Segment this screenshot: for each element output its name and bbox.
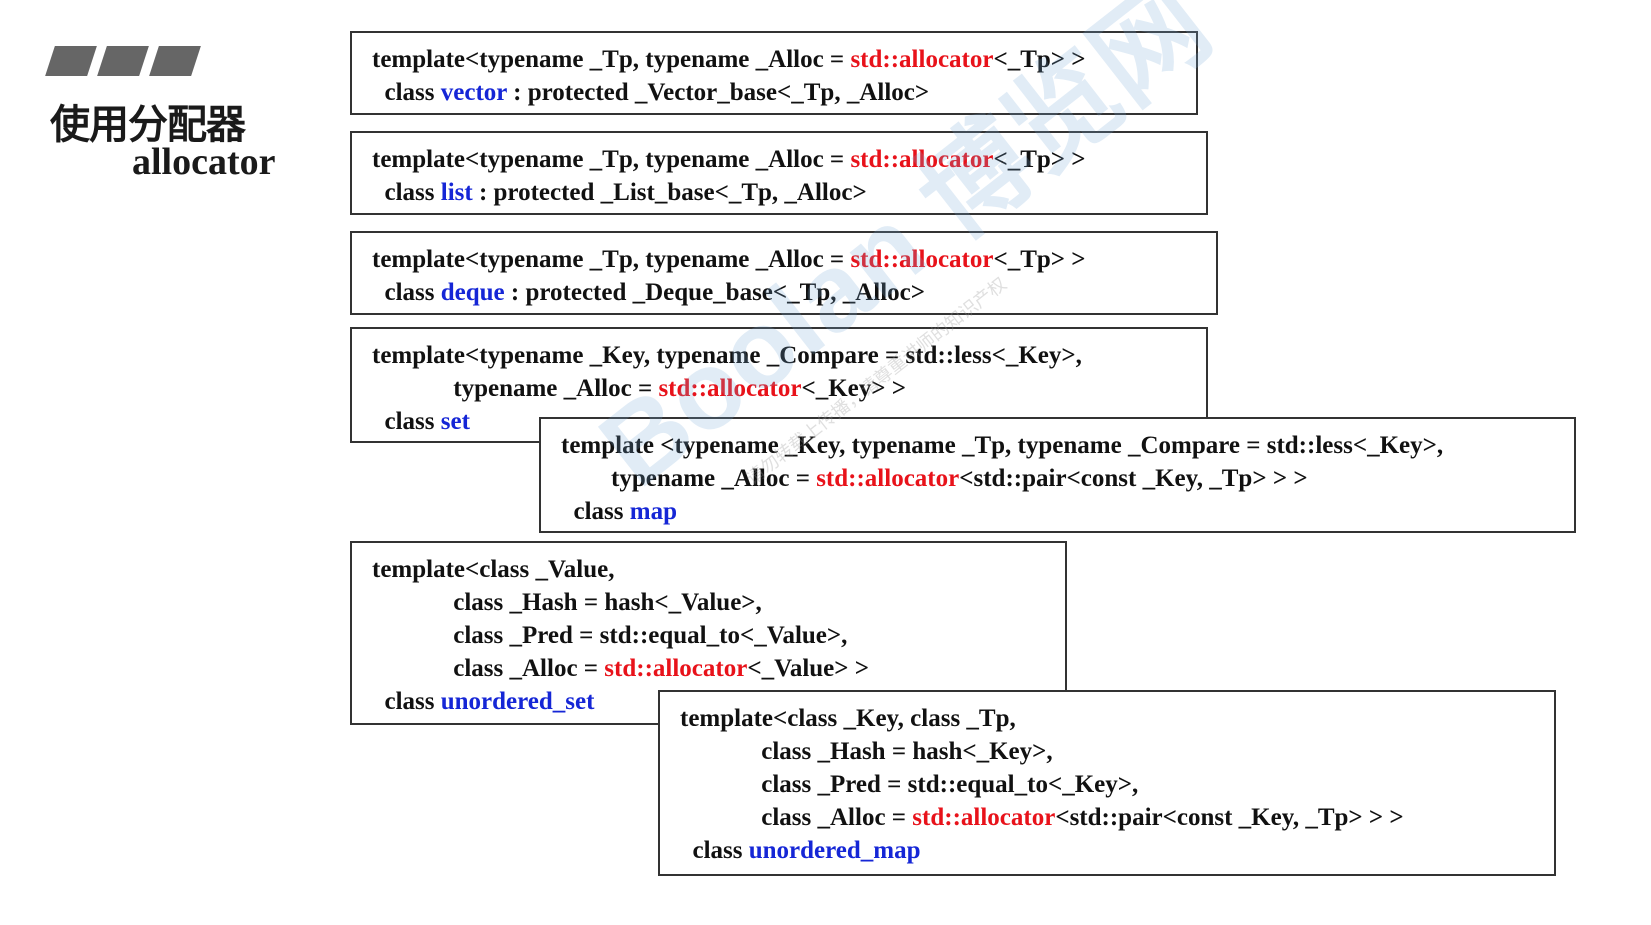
allocator-keyword: std::allocator (912, 804, 1056, 831)
code-line: typename _Alloc = std::allocator<_Key> > (372, 375, 907, 402)
code-line: template<typename _Tp, typename _Alloc =… (372, 46, 1086, 73)
title-stripe (149, 46, 201, 76)
code-line: class unordered_map (680, 837, 921, 864)
code-line: class _Alloc = std::allocator<_Value> > (372, 655, 870, 682)
code-box-vector: template<typename _Tp, typename _Alloc =… (350, 31, 1198, 115)
code-line: template<class _Value, (372, 556, 615, 583)
code-box-set: template<typename _Key, typename _Compar… (350, 327, 1208, 443)
code-box-deque: template<typename _Tp, typename _Alloc =… (350, 231, 1218, 315)
slide-title-chinese: 使用分配器 (50, 102, 246, 148)
title-stripe (97, 46, 149, 76)
class-name-unordered-set: unordered_set (440, 688, 595, 715)
allocator-keyword: std::allocator (658, 375, 802, 402)
allocator-keyword: std::allocator (816, 465, 960, 492)
code-box-map: template <typename _Key, typename _Tp, t… (539, 417, 1576, 533)
title-stripes-decoration (45, 46, 210, 76)
allocator-keyword: std::allocator (850, 146, 994, 173)
code-line: class _Pred = std::equal_to<_Key>, (680, 771, 1139, 798)
code-line: class set (372, 408, 470, 435)
code-line: typename _Alloc = std::allocator<std::pa… (561, 465, 1308, 492)
class-name-list: list (440, 179, 473, 206)
code-line: template<class _Key, class _Tp, (680, 705, 1016, 732)
title-stripe (45, 46, 97, 76)
code-line: class list : protected _List_base<_Tp, _… (372, 179, 867, 206)
code-line: class _Hash = hash<_Value>, (372, 589, 762, 616)
allocator-keyword: std::allocator (850, 246, 994, 273)
code-line: class _Hash = hash<_Key>, (680, 738, 1053, 765)
class-name-unordered-map: unordered_map (748, 837, 921, 864)
code-line: class _Pred = std::equal_to<_Value>, (372, 622, 848, 649)
code-line: template<typename _Tp, typename _Alloc =… (372, 146, 1086, 173)
class-name-set: set (440, 408, 470, 435)
class-name-vector: vector (440, 79, 507, 106)
slide-title-english: allocator (132, 141, 276, 183)
allocator-keyword: std::allocator (850, 46, 994, 73)
allocator-keyword: std::allocator (604, 655, 748, 682)
code-line: class map (561, 498, 677, 525)
code-line: template<typename _Key, typename _Compar… (372, 342, 1082, 369)
code-box-unordered-map: template<class _Key, class _Tp, class _H… (658, 690, 1556, 876)
code-line: class unordered_set (372, 688, 595, 715)
code-line: template<typename _Tp, typename _Alloc =… (372, 246, 1086, 273)
class-name-deque: deque (440, 279, 505, 306)
code-box-list: template<typename _Tp, typename _Alloc =… (350, 131, 1208, 215)
class-name-map: map (629, 498, 677, 525)
code-line: class vector : protected _Vector_base<_T… (372, 79, 930, 106)
code-line: class deque : protected _Deque_base<_Tp,… (372, 279, 926, 306)
code-line: class _Alloc = std::allocator<std::pair<… (680, 804, 1404, 831)
code-line: template <typename _Key, typename _Tp, t… (561, 432, 1444, 459)
